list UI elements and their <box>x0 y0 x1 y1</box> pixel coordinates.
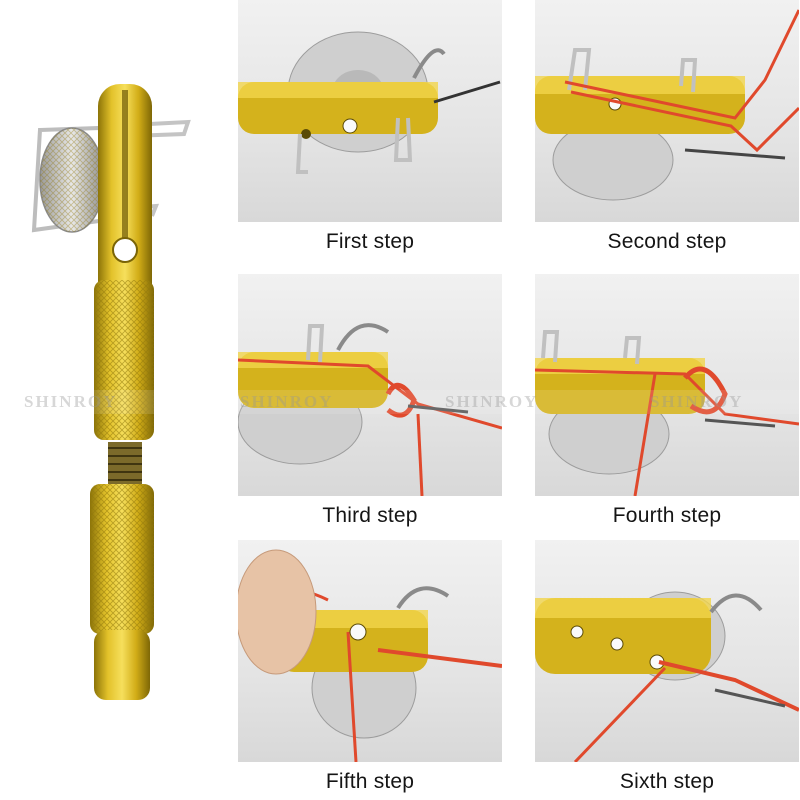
step-6-caption: Sixth step <box>619 770 715 793</box>
step-5: Fifth step <box>238 540 502 800</box>
step-4-caption: Fourth step <box>612 504 722 527</box>
step-2-photo <box>535 0 799 222</box>
step-1-caption: First step <box>325 230 415 253</box>
step-3: Third step <box>238 274 502 546</box>
step-2: Second step <box>535 0 799 272</box>
step-2-caption: Second step <box>607 230 727 253</box>
knot-tying-tool-image <box>20 70 210 710</box>
step-3-photo <box>238 274 502 496</box>
step-3-caption: Third step <box>322 504 418 527</box>
step-4: Fourth step <box>535 274 799 546</box>
step-1-photo <box>238 0 502 222</box>
step-4-photo <box>535 274 799 496</box>
step-5-caption: Fifth step <box>325 770 415 793</box>
step-5-photo <box>238 540 502 762</box>
step-1: First step <box>238 0 502 272</box>
step-6-photo <box>535 540 799 762</box>
step-6: Sixth step <box>535 540 799 800</box>
